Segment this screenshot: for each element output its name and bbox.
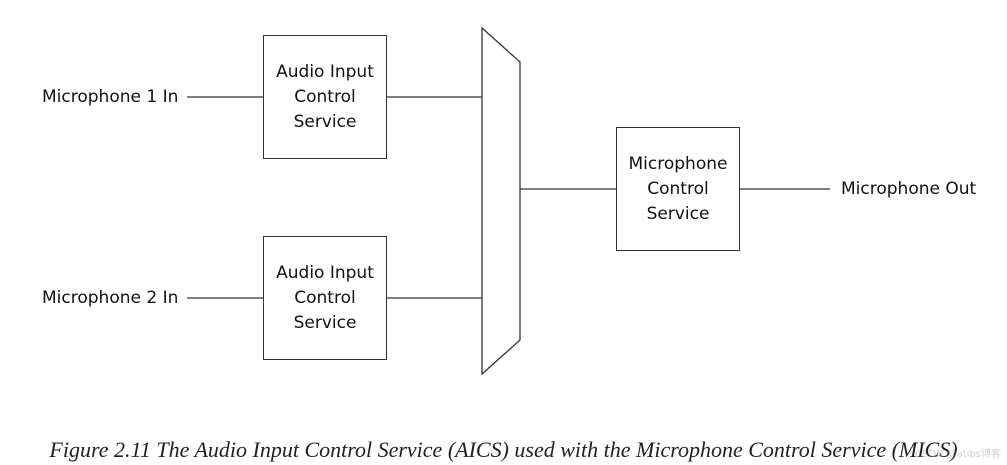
figure-caption: Figure 2.11 The Audio Input Control Serv…: [49, 437, 958, 462]
mixer-trapezoid: [481, 26, 521, 376]
mic-output-label: Microphone Out: [841, 179, 977, 199]
aics-box-1: Audio Input Control Service: [263, 35, 387, 159]
aics-box-2-label: Audio Input Control Service: [276, 262, 374, 333]
aics-box-2: Audio Input Control Service: [263, 236, 387, 360]
aics-box-1-label: Audio Input Control Service: [276, 61, 374, 132]
mic2-input-label: Microphone 2 In: [42, 288, 179, 308]
mic1-input-label: Microphone 1 In: [42, 87, 179, 107]
mics-box: Microphone Control Service: [616, 127, 740, 251]
watermark: CSDN @atibs博客: [914, 449, 1001, 460]
mics-box-label: Microphone Control Service: [628, 153, 728, 224]
